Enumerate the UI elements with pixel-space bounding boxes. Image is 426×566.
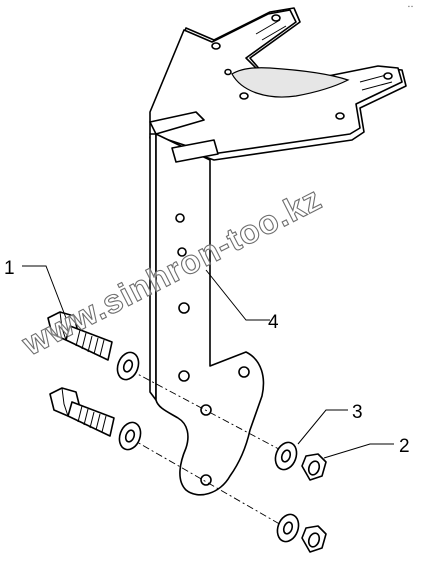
corner-mark: ▪ ▪ (408, 4, 413, 10)
callout-2: 2 (399, 436, 410, 457)
callout-3: 3 (352, 402, 363, 423)
callout-4: 4 (268, 312, 279, 333)
bolt-upper (47, 311, 113, 361)
bolt-lower (49, 387, 115, 437)
centerlines (129, 369, 291, 531)
bracket-top-plate (149, 7, 407, 161)
bracket-arm (149, 111, 265, 496)
washer-bolt-upper (116, 351, 140, 381)
nut-upper-right (301, 453, 327, 481)
leader-lines (22, 265, 394, 459)
washer-lower-right (276, 513, 300, 543)
washer-upper-right (274, 441, 298, 471)
nut-lower-right (301, 525, 327, 553)
washer-bolt-lower (118, 421, 142, 451)
callout-1: 1 (4, 258, 15, 279)
